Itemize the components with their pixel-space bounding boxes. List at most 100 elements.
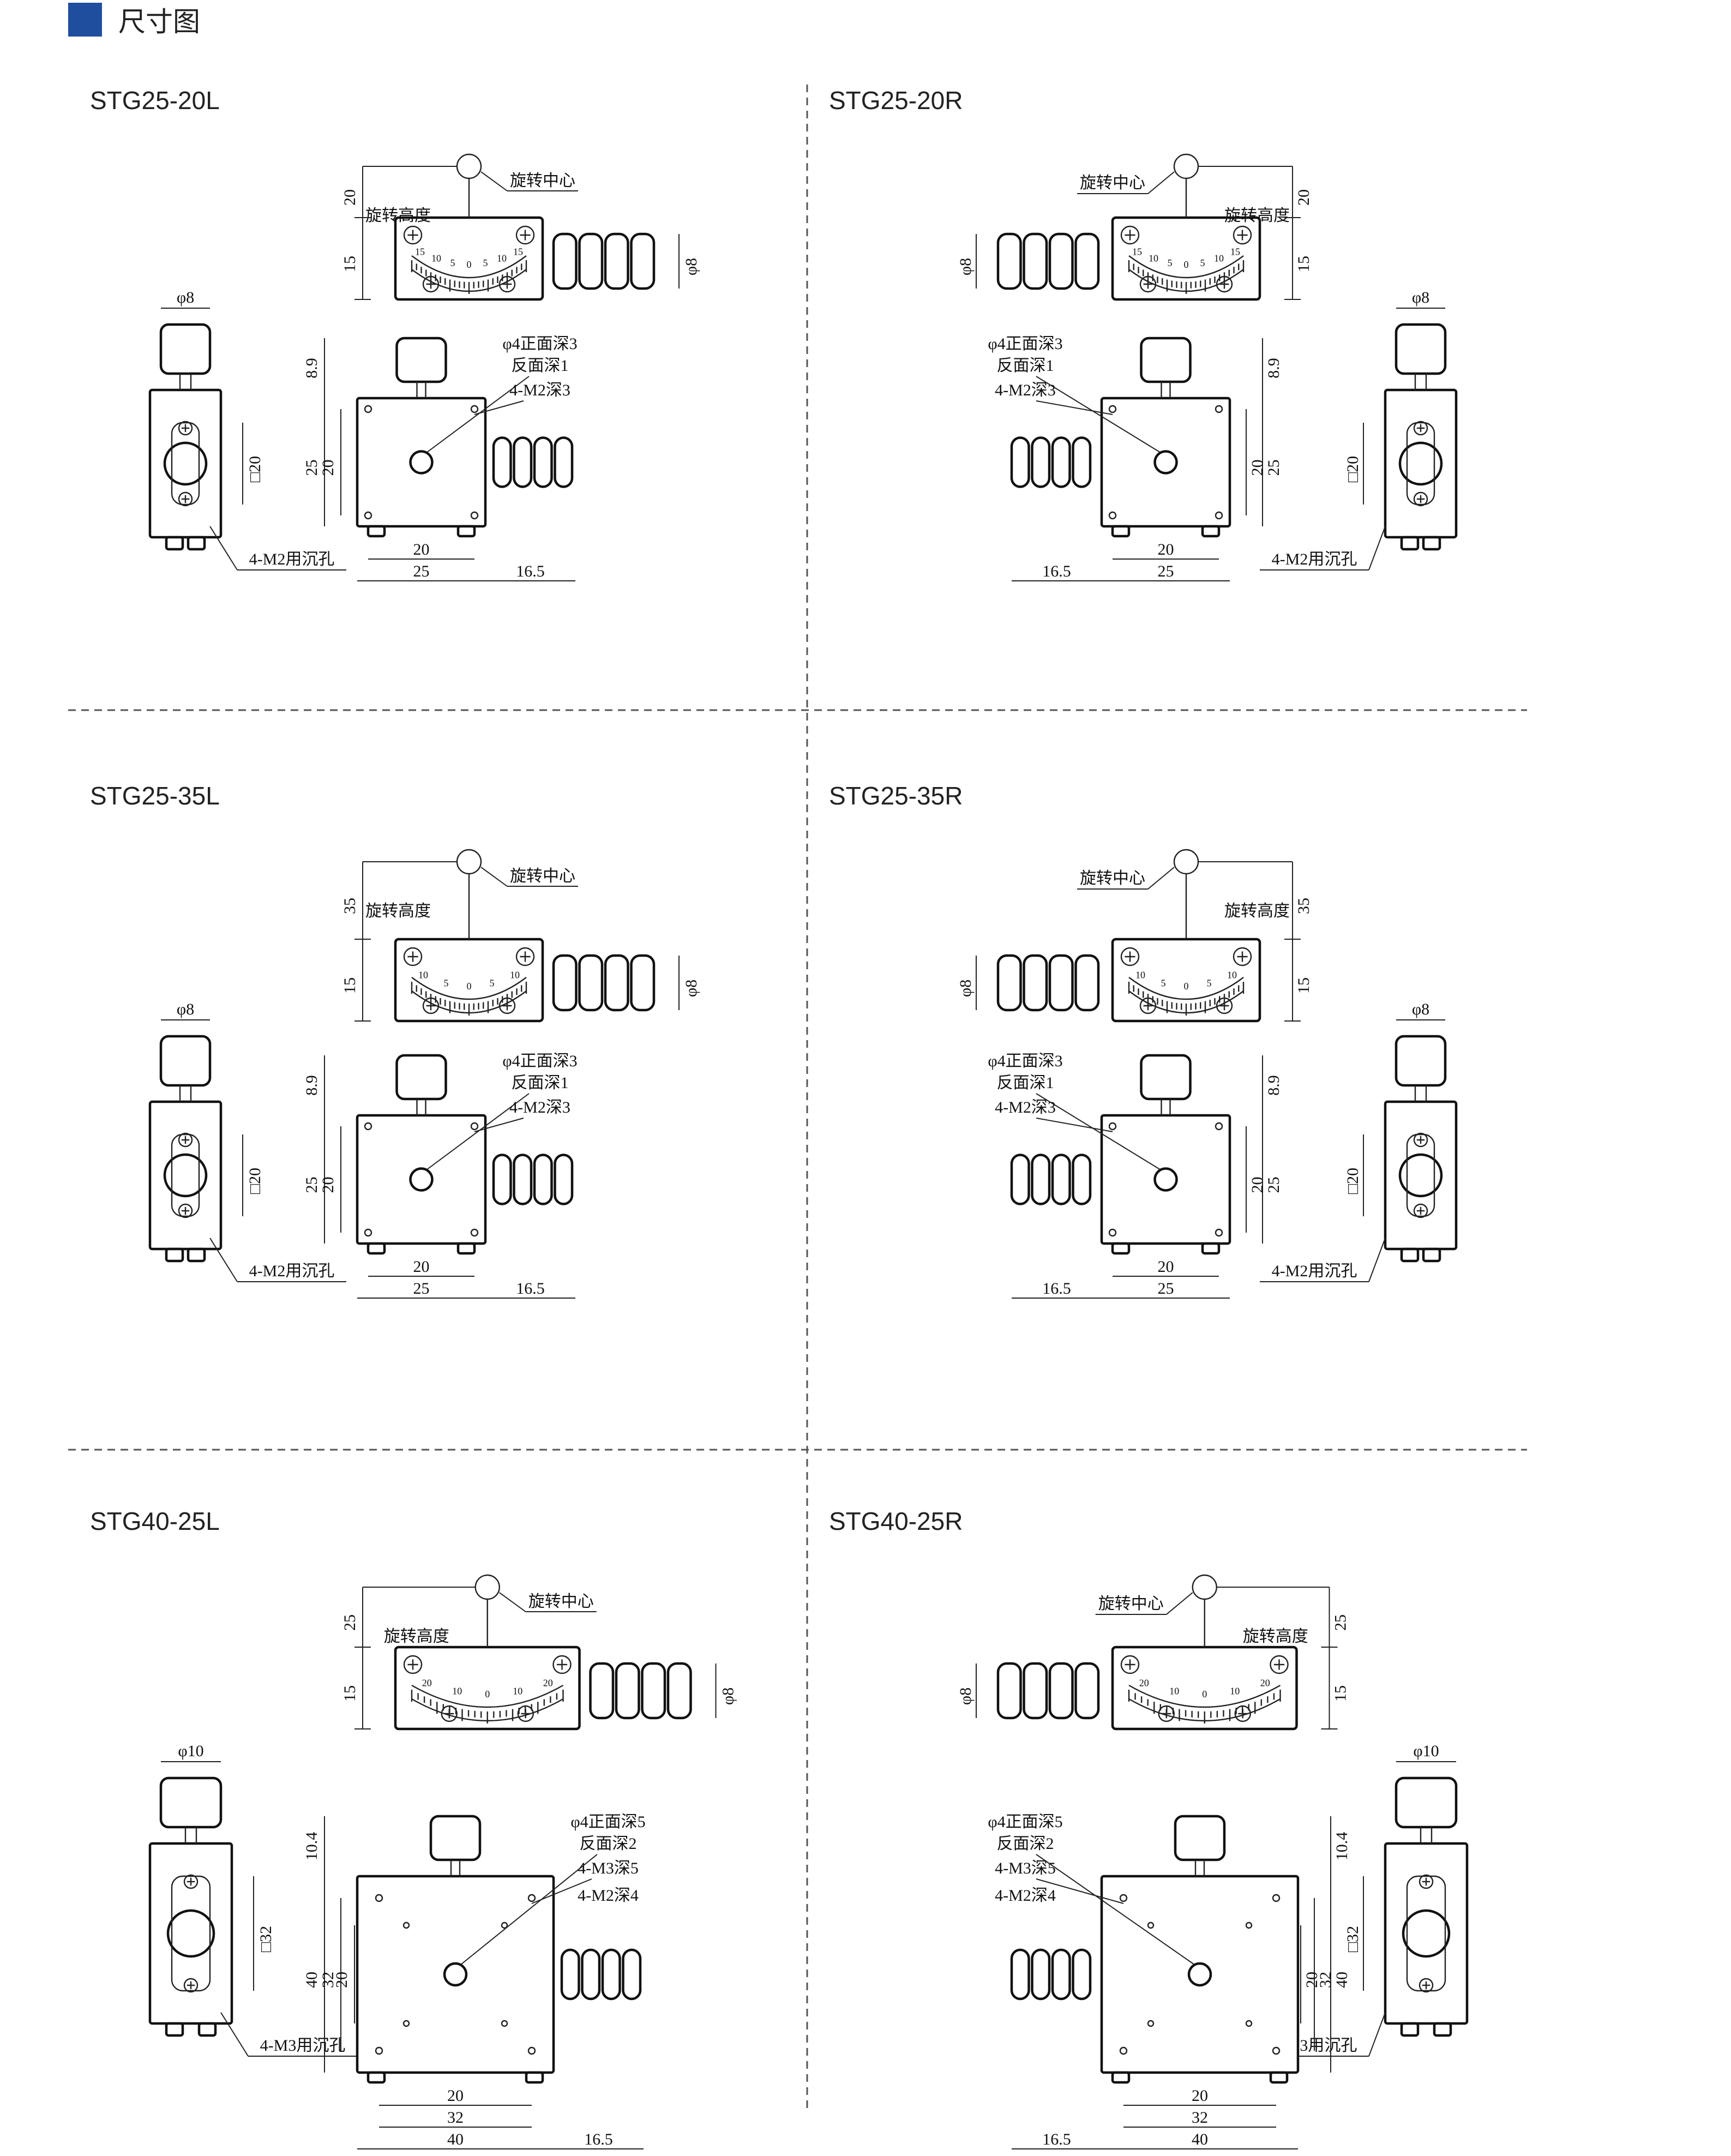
screw-head (498, 997, 516, 1014)
screw-head (1120, 1655, 1140, 1674)
scale-label: 5 (1168, 257, 1173, 268)
micrometer-knob-icon (492, 436, 574, 488)
center-hole (443, 1962, 468, 1987)
screw-head (178, 421, 193, 436)
screw-icon (1270, 1655, 1289, 1674)
knob-segment (1031, 1948, 1051, 2001)
section-title: 尺寸图 (118, 6, 200, 38)
rotation-height-label: 旋转高度 (384, 1627, 449, 1645)
rotation-center-leader (1147, 867, 1175, 890)
scale-label: 15 (415, 247, 425, 257)
tap-leader (474, 400, 524, 415)
screw-head (552, 1655, 572, 1674)
scale-label: 10 (1227, 969, 1237, 980)
rotation-height-label: 旋转高度 (1224, 902, 1290, 920)
plan-view: φ4正面深5反面深24-M3深54-M2深410.440322020324016… (988, 1813, 1351, 2149)
scale-arc (411, 255, 527, 279)
tap-hole (375, 1894, 383, 1902)
scale-label: 10 (1135, 969, 1145, 980)
tap-hole (1119, 1894, 1128, 1902)
scale-label: 10 (513, 1685, 522, 1696)
side-foot (1433, 2022, 1452, 2037)
side-knob (159, 1035, 212, 1087)
hole-pitch-h-value: 20 (447, 2087, 464, 2105)
screw-icon (183, 1978, 199, 1993)
knob-segment (1051, 1154, 1071, 1205)
side-bore (1402, 1909, 1451, 1958)
hole-pitch-h2-value: 32 (1192, 2109, 1208, 2127)
plan-foot (1201, 525, 1221, 538)
knob-segment (1023, 954, 1048, 1012)
knob-diameter-value: φ8 (957, 258, 975, 275)
tap-hole (1215, 511, 1223, 520)
width-value: 40 (447, 2130, 464, 2148)
total-height-value: 25 (303, 460, 321, 476)
total-height-value: 25 (303, 1177, 321, 1193)
tap-holes-label: 4-M3深5 (578, 1859, 639, 1877)
tap-hole (1215, 1122, 1223, 1131)
base-height-value: 15 (341, 977, 359, 994)
knob-diameter-value: φ8 (957, 1687, 975, 1705)
hole-pitch-v-value: 20 (319, 460, 337, 476)
knob-length-value: 16.5 (1042, 1280, 1071, 1298)
knob-segment (1048, 232, 1074, 290)
knob-segment (641, 1662, 666, 1720)
rotation-height-value: 20 (341, 189, 359, 206)
tap-hole (1119, 2046, 1128, 2055)
knob-diameter-value: φ8 (682, 258, 700, 275)
rotation-center-mark (1173, 849, 1199, 875)
knob-segment (492, 436, 512, 488)
scale-label: 5 (1161, 977, 1166, 988)
tap-hole (364, 1122, 372, 1131)
section-header: 尺寸图 (68, 3, 200, 38)
base-height-value: 15 (1332, 1685, 1350, 1702)
side-bore (166, 1909, 215, 1958)
knob-diameter-value: φ8 (719, 1687, 737, 1705)
knob-segment (1023, 232, 1048, 290)
scale-label: 20 (422, 1677, 432, 1688)
base-height-value: 15 (341, 256, 359, 272)
rotation-center-label: 旋转中心 (528, 1593, 594, 1611)
knob-segment (554, 1154, 574, 1205)
screw-icon (422, 275, 440, 293)
scale-label: 0 (467, 259, 472, 270)
side-view: φ8□204-M2用沉孔 (1260, 1000, 1458, 1282)
screw-icon (1234, 1705, 1251, 1722)
knob-segment (1074, 1662, 1100, 1720)
tap-hole (527, 1894, 536, 1902)
side-foot (187, 1247, 206, 1263)
counterbore-leader (1368, 2012, 1386, 2057)
scale-label: 10 (431, 253, 441, 264)
tap-hole (470, 1122, 479, 1131)
knob-segment (604, 232, 629, 290)
side-view: φ8□204-M2用沉孔 (148, 289, 346, 570)
side-bore (163, 1153, 208, 1198)
total-height-value: 25 (1265, 1177, 1283, 1193)
screw-head (441, 1705, 458, 1722)
knob-segment (533, 1154, 553, 1205)
tap-hole (364, 1228, 372, 1237)
side-foot (1400, 1247, 1420, 1263)
tap-hole-small (402, 1921, 410, 1929)
screw-head (178, 491, 193, 507)
hole-leader (460, 1854, 598, 1965)
hole-back-label: 反面深1 (997, 1074, 1054, 1092)
tap-hole (1272, 2046, 1281, 2055)
knob-segment (1048, 1662, 1074, 1720)
side-foot (1422, 1247, 1441, 1263)
rotation-center-leader (480, 171, 508, 191)
rotation-center-label: 旋转中心 (510, 172, 575, 190)
hole-pitch-h-value: 20 (413, 540, 430, 558)
screw-head (403, 1655, 423, 1674)
tap-leader (1036, 1878, 1124, 1904)
knob-segment (1074, 954, 1100, 1012)
center-hole (1153, 1167, 1178, 1192)
screw-icon (1139, 275, 1157, 293)
hole-pitch-v-value: 20 (1248, 1177, 1266, 1193)
panel-separators (68, 85, 1527, 2111)
